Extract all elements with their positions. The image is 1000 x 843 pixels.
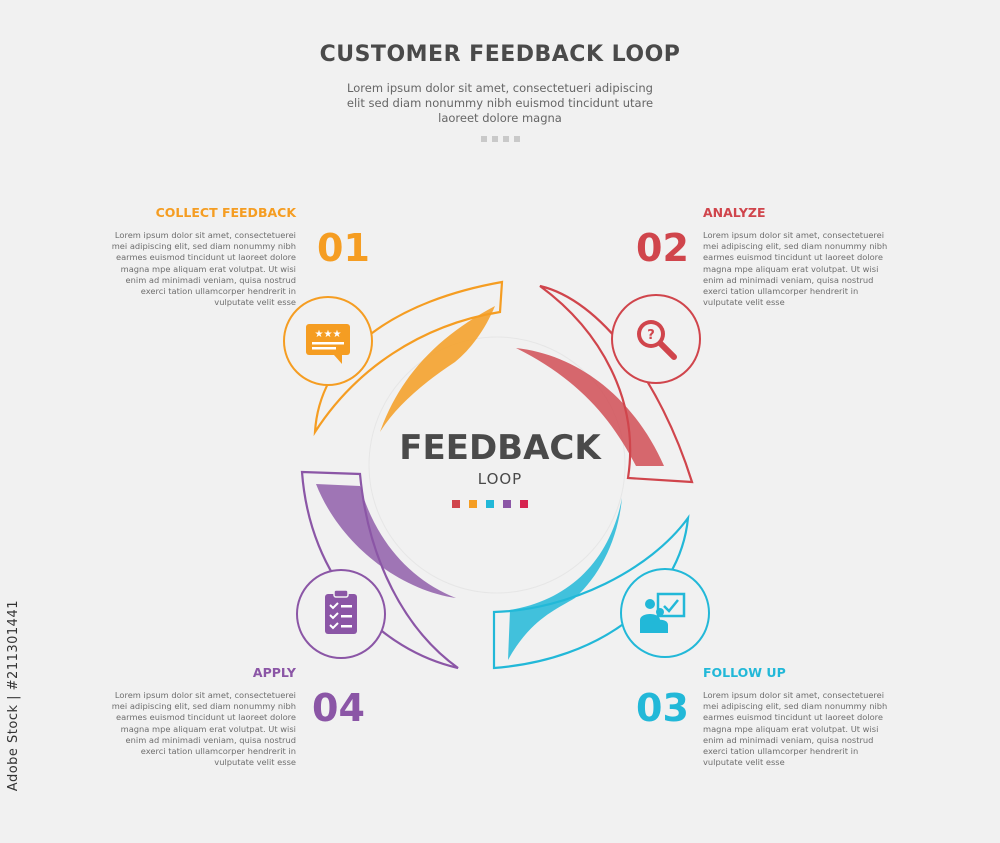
center-color-squares — [452, 500, 528, 508]
step-02-body: Lorem ipsum dolor sit amet, consectetuer… — [703, 230, 888, 308]
step-01-title: COLLECT FEEDBACK — [155, 205, 296, 220]
page-subtitle: Lorem ipsum dolor sit amet, consectetuer… — [346, 81, 654, 125]
icon-circle-01: ★★★ — [283, 296, 373, 386]
center-title: FEEDBACK — [399, 428, 601, 468]
page-title: CUSTOMER FEEDBACK LOOP — [319, 42, 681, 67]
step-04-number: 04 — [312, 686, 365, 730]
rating-chat-icon: ★★★ — [306, 324, 350, 364]
step-01-body: Lorem ipsum dolor sit amet, consectetuer… — [111, 230, 296, 308]
step-03-title: FOLLOW UP — [703, 665, 786, 680]
presentation-people-icon — [640, 592, 686, 633]
watermark-text: Adobe Stock | #211301441 — [6, 600, 21, 792]
step-02-title: ANALYZE — [703, 205, 766, 220]
center-subtitle: LOOP — [477, 470, 523, 488]
header-dots — [481, 136, 520, 142]
arrow-analyze — [516, 284, 694, 484]
svg-text:★★★: ★★★ — [315, 329, 342, 340]
step-04-title: APPLY — [252, 665, 296, 680]
icon-circle-04 — [296, 569, 386, 659]
step-02-number: 02 — [636, 226, 689, 270]
step-03-body: Lorem ipsum dolor sit amet, consectetuer… — [703, 690, 888, 768]
clipboard-checklist-icon — [325, 589, 357, 634]
icon-circle-03 — [620, 568, 710, 658]
step-04-body: Lorem ipsum dolor sit amet, consectetuer… — [111, 690, 296, 768]
loop-guide-circle — [368, 336, 626, 594]
svg-text:?: ? — [647, 328, 655, 343]
step-01-number: 01 — [317, 226, 370, 270]
magnifier-question-icon: ? — [637, 320, 677, 360]
arrow-apply — [300, 470, 459, 670]
icon-circle-02: ? — [611, 294, 701, 384]
step-03-number: 03 — [636, 686, 689, 730]
